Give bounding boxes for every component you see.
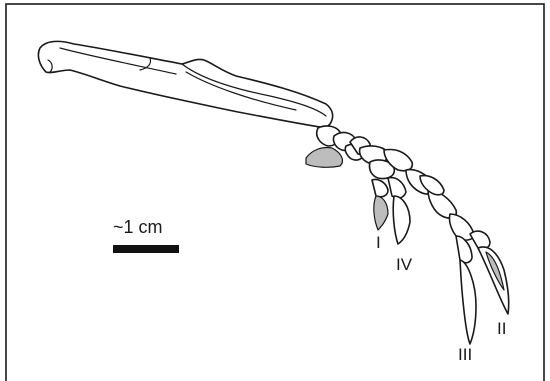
digit-III-label: III (458, 346, 472, 363)
wrist-bones (306, 126, 370, 167)
digit-I-label: I (376, 234, 381, 251)
scale-label: ~1 cm (113, 218, 163, 236)
digit-IV-label: IV (396, 256, 412, 273)
digit-II-label: II (497, 320, 506, 337)
digit-IV-claw (388, 178, 410, 244)
digit-III-claw (456, 236, 476, 344)
shaded-carpal (306, 147, 342, 167)
humerus-bone (38, 41, 332, 128)
scale-bar (113, 245, 179, 253)
digit-I-claw (372, 179, 388, 230)
